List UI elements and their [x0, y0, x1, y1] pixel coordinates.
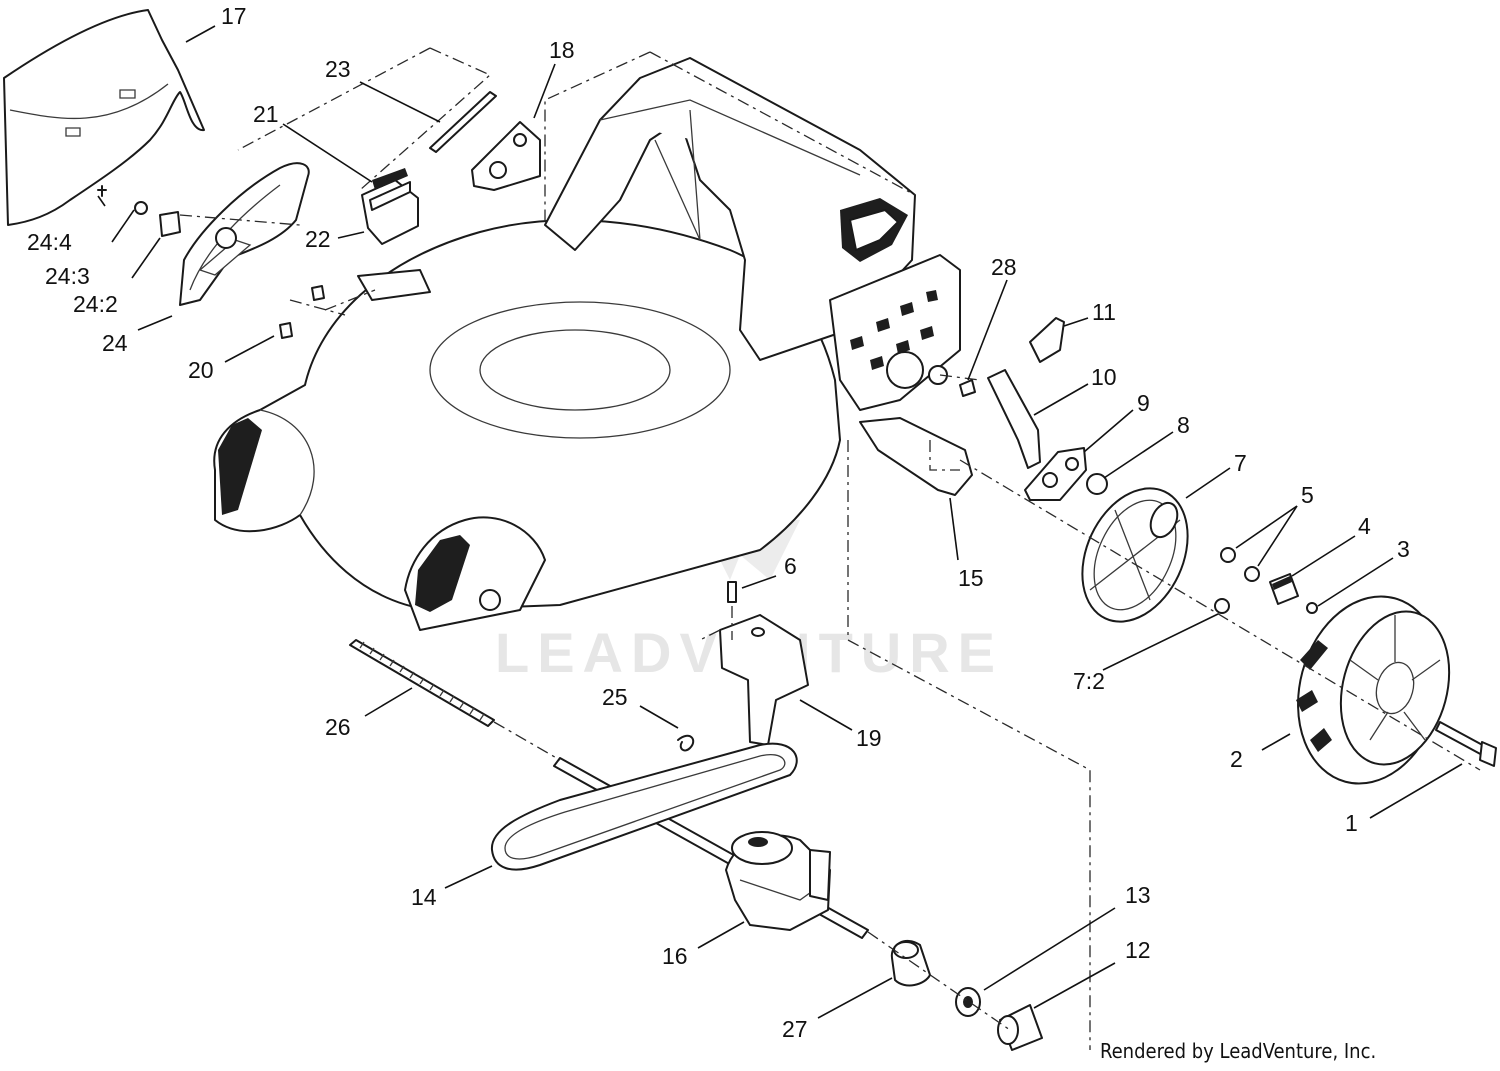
callout-3: 3 — [1397, 536, 1410, 562]
bearing-12-part — [997, 1004, 1043, 1051]
callout-23: 23 — [325, 56, 351, 82]
deck-housing-part — [213, 219, 841, 611]
callout-20: 20 — [188, 357, 214, 383]
callout-25: 25 — [602, 684, 628, 710]
hinge-spring-part — [361, 168, 419, 245]
callout-7-2: 7:2 — [1073, 668, 1105, 694]
callout-14: 14 — [411, 884, 437, 910]
callout-28: 28 — [991, 254, 1017, 280]
callout-10: 10 — [1091, 364, 1117, 390]
deck-bolts-part — [279, 285, 325, 339]
callout-24-3: 24:3 — [45, 263, 90, 289]
callout-18: 18 — [549, 37, 575, 63]
callout-26: 26 — [325, 714, 351, 740]
washer-8-part — [1086, 473, 1108, 495]
transmission-part — [725, 831, 831, 931]
callout-24-4: 24:4 — [27, 229, 72, 255]
drive-belt-part — [490, 742, 798, 871]
callout-19: 19 — [856, 725, 882, 751]
callout-1: 1 — [1345, 810, 1358, 836]
callout-labels: 17 23 18 21 22 24:4 24:3 24:2 24 20 28 1… — [27, 3, 1410, 1042]
callout-6: 6 — [784, 553, 797, 579]
washers-part — [1214, 547, 1318, 614]
pivot-plate-part — [1024, 447, 1087, 501]
callout-8: 8 — [1177, 412, 1190, 438]
callout-21: 21 — [253, 101, 279, 127]
lever-knob-part — [1029, 317, 1065, 363]
callout-9: 9 — [1137, 390, 1150, 416]
callout-16: 16 — [662, 943, 688, 969]
rear-deflector-part — [3, 9, 205, 226]
callout-12: 12 — [1125, 937, 1151, 963]
hinge-rod-part — [429, 91, 497, 153]
rear-door-part — [97, 162, 310, 306]
bushing-27-part — [890, 939, 931, 987]
screw-6-part — [727, 581, 737, 603]
callout-15: 15 — [958, 565, 984, 591]
callout-22: 22 — [305, 226, 331, 252]
rear-frame-part — [544, 57, 961, 411]
callout-24-2: 24:2 — [73, 291, 118, 317]
callout-4: 4 — [1358, 513, 1371, 539]
callout-27: 27 — [782, 1016, 808, 1042]
rear-wheel-part — [1296, 595, 1451, 785]
drive-gear-hub-part — [1081, 487, 1189, 623]
retaining-clip-part — [677, 734, 695, 752]
hinge-bracket-part — [471, 121, 541, 191]
drive-spring-part — [349, 639, 495, 727]
callout-17: 17 — [221, 3, 247, 29]
callout-5: 5 — [1301, 482, 1314, 508]
bushing-13-part — [955, 987, 981, 1017]
render-credit: Rendered by LeadVenture, Inc. — [1100, 1039, 1376, 1063]
adjuster-bracket-part — [987, 369, 1041, 469]
callout-24: 24 — [102, 330, 128, 356]
wheel-shroud-part — [404, 516, 546, 631]
wheel-bolt-part — [1435, 721, 1497, 767]
belt-cover-part — [719, 614, 809, 746]
height-lever-part — [859, 417, 973, 496]
callout-2: 2 — [1230, 746, 1243, 772]
callout-11: 11 — [1092, 299, 1116, 325]
callout-7: 7 — [1234, 450, 1247, 476]
leader-lines — [97, 25, 1463, 1019]
callout-13: 13 — [1125, 882, 1151, 908]
screw-part — [959, 379, 976, 397]
assembly-center-lines — [179, 47, 1481, 1050]
